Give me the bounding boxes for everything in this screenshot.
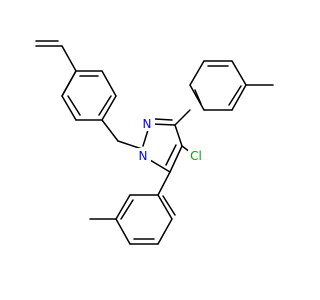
upper-tolyl-ring: [189, 60, 274, 111]
vinylphenyl-ring: [35, 40, 117, 121]
structure-diagram: N N Cl: [35, 40, 274, 245]
bond: [117, 140, 143, 150]
bond: [189, 60, 205, 86]
bond: [165, 144, 177, 166]
bond: [228, 85, 242, 106]
bond: [151, 123, 176, 126]
molecule-canvas: N N Cl: [35, 40, 274, 245]
vinyl-bond: [61, 70, 77, 97]
lower-tolyl-ring: [89, 171, 176, 245]
atom-n2: N: [143, 117, 152, 131]
atom-labels: N N Cl: [136, 116, 204, 163]
bond: [142, 129, 149, 147]
bond: [101, 119, 119, 142]
atom-cl: Cl: [190, 149, 202, 163]
bond: [98, 95, 112, 116]
bond: [115, 218, 131, 245]
bond: [154, 118, 173, 121]
bond: [149, 159, 171, 173]
bond: [231, 60, 247, 86]
bond: [174, 124, 183, 147]
bond: [157, 194, 173, 220]
benzyl-linker: [101, 119, 143, 150]
bond: [115, 194, 131, 220]
bond: [231, 84, 247, 111]
bond: [120, 199, 134, 220]
bond: [101, 70, 117, 97]
bond: [189, 84, 205, 111]
atom-n1: N: [139, 149, 148, 163]
bond: [157, 218, 173, 245]
bond: [101, 95, 117, 121]
bond: [157, 171, 171, 196]
bond: [67, 95, 81, 116]
bond: [194, 89, 202, 105]
bond: [61, 95, 77, 121]
pyrazole-ring: [142, 109, 191, 173]
bond: [174, 109, 191, 126]
bond: [169, 145, 183, 173]
vinyl-bond: [61, 45, 77, 72]
bond: [162, 195, 176, 216]
